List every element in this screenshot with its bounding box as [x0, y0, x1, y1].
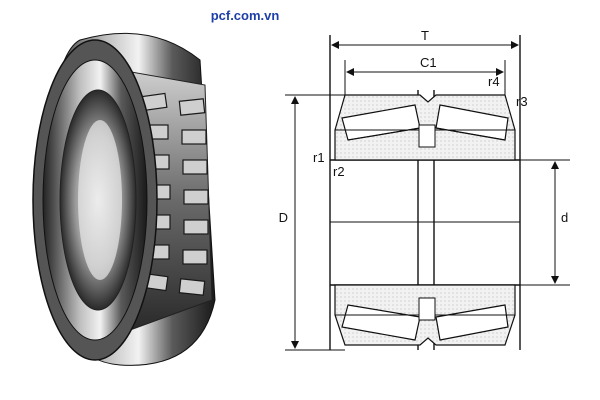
label-T: T [421, 28, 429, 43]
label-C1: C1 [420, 55, 437, 70]
site-watermark: pcf.com.vn [210, 8, 280, 23]
label-r4: r4 [488, 74, 500, 89]
label-r1: r1 [313, 150, 325, 165]
label-D: D [279, 210, 288, 225]
lower-rollers [341, 304, 509, 341]
bearing-photo [32, 32, 216, 366]
extension-lines [285, 60, 570, 351]
lower-section [334, 284, 516, 346]
label-r2: r2 [333, 164, 345, 179]
label-r3: r3 [516, 94, 528, 109]
dimension-lines [291, 41, 559, 349]
inner-ring-bore [32, 39, 158, 361]
upper-section [334, 94, 516, 161]
label-d: d [561, 210, 568, 225]
